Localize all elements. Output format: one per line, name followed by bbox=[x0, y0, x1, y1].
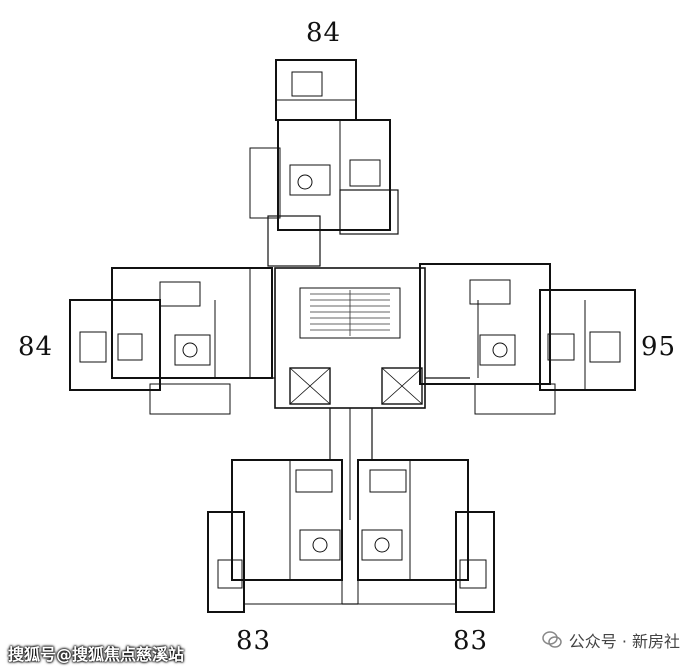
building-core bbox=[274, 267, 426, 520]
unit-bottom-right-83 bbox=[357, 459, 495, 613]
watermark-wechat: 公众号 · 新房社 bbox=[541, 628, 680, 652]
unit-area-label-left: 84 bbox=[18, 332, 54, 362]
unit-area-label-bottom-left: 83 bbox=[236, 626, 272, 656]
unit-left-84 bbox=[69, 267, 273, 415]
watermark-wechat-text: 公众号 · 新房社 bbox=[568, 632, 680, 651]
unit-area-label-top: 84 bbox=[306, 18, 342, 48]
connecting-walls bbox=[232, 377, 470, 605]
unit-right-95 bbox=[419, 263, 636, 415]
unit-area-label-right: 95 bbox=[641, 332, 677, 362]
unit-bottom-left-83 bbox=[207, 459, 343, 613]
unit-top-84 bbox=[249, 59, 399, 267]
watermark-sohu: 搜狐号@搜狐焦点慈溪站 bbox=[8, 645, 185, 664]
wechat-icon bbox=[541, 629, 563, 651]
stairs bbox=[310, 290, 390, 336]
unit-area-label-bottom-right: 83 bbox=[453, 626, 489, 656]
